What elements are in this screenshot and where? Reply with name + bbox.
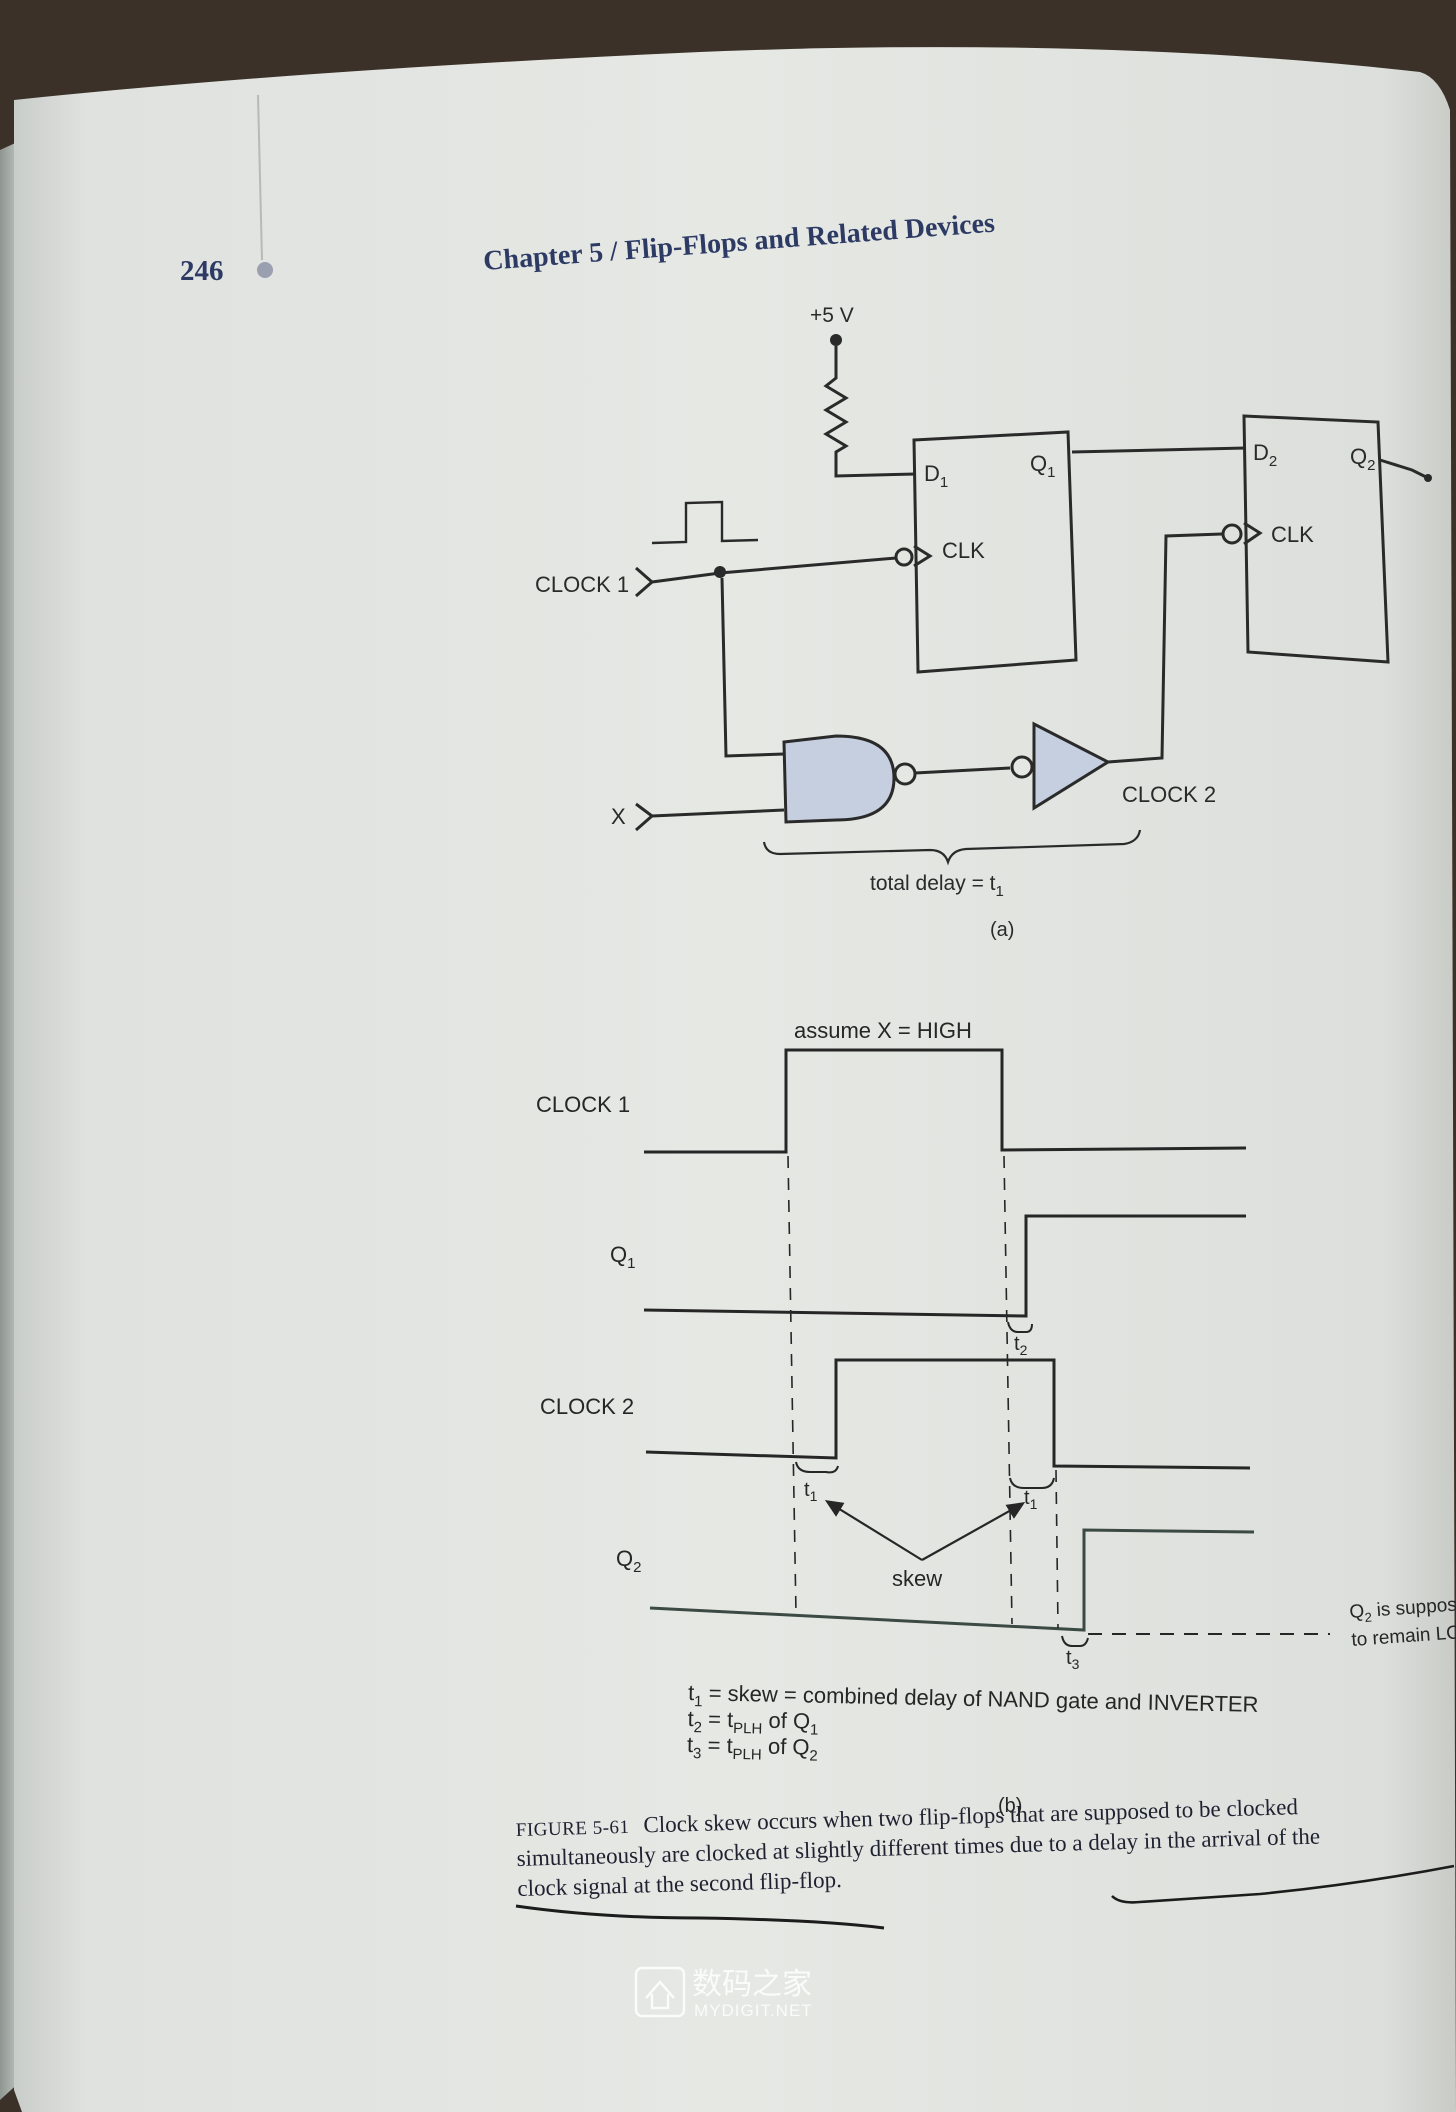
watermark-cn-text: 数码之家: [692, 1967, 812, 2002]
circuit-labels: D1 Q1 CLK D2 Q2 CLK CLOCK 1 X CLOCK 2 to…: [535, 440, 1375, 941]
ff2-clk-bubble: [1221, 523, 1243, 545]
t2-brace: [1007, 1321, 1033, 1333]
inverter-gate: [1032, 721, 1112, 811]
skew-arrowhead-right: [1005, 1502, 1026, 1519]
watermark: 数码之家 MYDIGIT.NET: [634, 1966, 813, 2020]
timing-guides: [787, 1155, 1059, 1629]
ink-underline-2: [1111, 1864, 1455, 1904]
q2-output-wire: [1379, 458, 1429, 480]
ff2-q-label: Q2: [1350, 444, 1375, 474]
nand-bubble: [893, 762, 917, 786]
clock2-wire: [1107, 532, 1223, 764]
guide-clock1-rise: [787, 1155, 797, 1615]
part-b-label: (b): [998, 1795, 1022, 1817]
timing-labels: assume X = HIGH CLOCK 1 Q1 CLOCK 2 Q2 t1…: [536, 1018, 1456, 1817]
x-wire: [651, 808, 785, 818]
guide-clock2-fall: [1055, 1469, 1059, 1629]
skew-arrow-right: [921, 1503, 1023, 1561]
q1-waveform: [643, 1214, 1246, 1318]
t1-brace-b: [1009, 1477, 1055, 1489]
vcc-label: +5 V: [810, 304, 854, 327]
nand-to-inverter-wire: [914, 766, 1011, 775]
skew-label: skew: [892, 1566, 942, 1591]
ff2-clk-triangle: [1243, 521, 1263, 546]
delay-brace: [762, 829, 1142, 866]
skew-arrow-left: [827, 1501, 923, 1561]
clock1-waveform: [644, 1048, 1247, 1154]
ff2-d-label: D2: [1253, 440, 1277, 470]
nand-gate: [782, 734, 896, 824]
t3-brace: [1061, 1635, 1089, 1647]
signal-label-q2: Q2: [616, 1546, 641, 1576]
ff2-clk-label: CLK: [1271, 522, 1314, 547]
t1-brace-a: [795, 1461, 839, 1474]
watermark-house-glyph: [645, 1980, 675, 2010]
t1-label-b: t1: [1024, 1487, 1038, 1512]
definition-t3: t3 = tPLH of Q2: [687, 1732, 818, 1765]
vcc-terminal: [830, 334, 842, 346]
part-a-label: (a): [990, 919, 1014, 941]
delay-label: total delay = t1: [870, 872, 1004, 900]
clock1-to-nand-wire: [720, 577, 785, 758]
q2-terminal: [1424, 474, 1432, 482]
watermark-house-icon: [634, 1966, 686, 2018]
signal-label-q1: Q1: [610, 1242, 635, 1272]
flip-flop-1: [912, 430, 1078, 674]
t3-label: t3: [1066, 1647, 1080, 1672]
q2-waveform: [649, 1528, 1255, 1632]
clock2-output-label: CLOCK 2: [1122, 782, 1216, 807]
clock1-input-label: CLOCK 1: [535, 572, 629, 597]
timing-diagram: [643, 1048, 1330, 1647]
ff1-clk-triangle: [913, 544, 933, 568]
assumption-label: assume X = HIGH: [794, 1018, 972, 1043]
clock2-waveform: [645, 1358, 1251, 1470]
fold-line: [257, 94, 263, 261]
ink-underline-1: [515, 1904, 885, 1930]
page-number-dot: [257, 262, 273, 278]
ff1-clk-bubble: [894, 547, 914, 567]
inverter-input-bubble: [1010, 755, 1034, 779]
clock-pulse-symbol: [651, 500, 759, 545]
ff1-d-label: D1: [924, 461, 948, 491]
q1-wire: [1071, 446, 1247, 454]
pullup-resistor: [823, 346, 917, 478]
page-number: 246: [180, 255, 224, 287]
circuit-diagram: +5 V: [635, 304, 1432, 866]
timing-definitions: t1 = skew = combined delay of NAND gate …: [687, 1680, 1259, 1765]
x-input-label: X: [611, 804, 626, 829]
flip-flop-2: [1242, 414, 1390, 664]
signal-label-clock1: CLOCK 1: [536, 1092, 630, 1117]
t1-label-a: t1: [804, 1479, 818, 1504]
ff1-clk-label: CLK: [942, 538, 985, 563]
t2-label: t2: [1014, 1333, 1028, 1358]
clock1-junction: [714, 566, 726, 578]
definition-t2: t2 = tPLH of Q1: [687, 1706, 818, 1739]
signal-label-clock2: CLOCK 2: [540, 1394, 634, 1419]
skew-arrowhead-left: [824, 1500, 845, 1517]
watermark-en-text: MYDIGIT.NET: [694, 2001, 813, 2020]
page-sheet: [14, 47, 1456, 2112]
ff1-q-label: Q1: [1030, 451, 1055, 481]
